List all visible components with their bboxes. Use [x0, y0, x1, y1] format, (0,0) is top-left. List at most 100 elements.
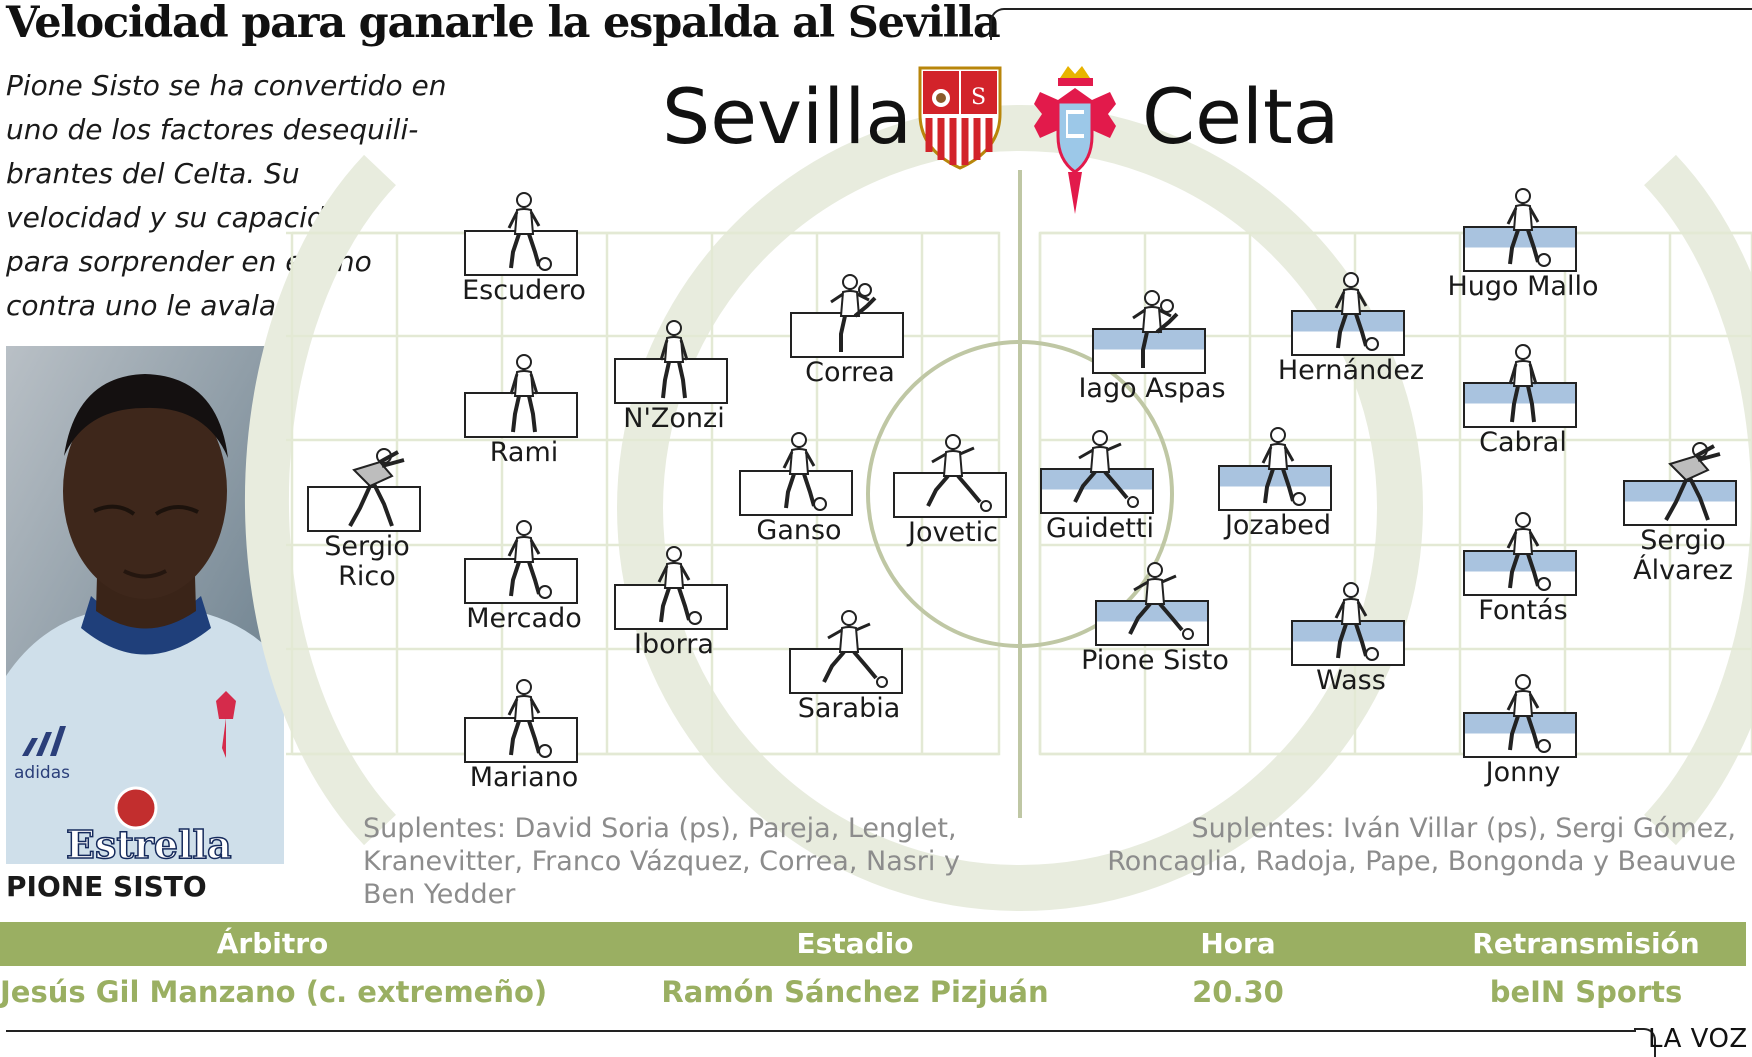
player-name-line: Jovetic	[907, 517, 998, 548]
player-photo: adidas Estrella	[6, 346, 284, 864]
player-box	[790, 312, 904, 358]
svg-text:S: S	[971, 85, 986, 110]
player-box	[614, 358, 728, 404]
substitutes-line: Suplentes: David Soria (ps), Pareja, Len…	[363, 813, 957, 844]
player-figure-icon	[754, 430, 844, 512]
player-name: N'Zonzi	[564, 404, 784, 434]
broadcast-column: Retransmisión beIN Sports	[1426, 922, 1746, 1012]
player-name: Mariano	[414, 763, 634, 793]
pitch-arcs	[244, 105, 1752, 911]
player-name: Iborra	[564, 630, 784, 660]
substitutes-line: Roncaglia, Radoja, Pape, Bongonda y Beau…	[1107, 846, 1736, 877]
sevilla-crest-icon: S	[918, 66, 1002, 170]
player-figure-icon	[1306, 270, 1396, 352]
intro-line: velocidad y su capacidad	[6, 201, 360, 234]
player-figure-icon	[479, 677, 569, 759]
intro-line: uno de los factores desequili-	[6, 113, 419, 146]
player-box	[464, 558, 578, 604]
player-name-line: Fontás	[1478, 595, 1568, 626]
player-box	[1291, 310, 1405, 356]
player-box	[307, 486, 421, 532]
player-name-line: Mariano	[469, 762, 579, 793]
intro-line: brantes del Celta. Su	[6, 157, 300, 190]
frame-corner-bottom	[1634, 1028, 1656, 1057]
player-figure-icon	[629, 544, 719, 626]
footer-rule	[6, 1030, 1636, 1032]
player-name-line: Jonny	[1485, 757, 1561, 788]
stadium-value: Ramón Sánchez Pizjuán	[661, 975, 1049, 1009]
referee-value: Jesús Gil Manzano (c. extremeño)	[0, 975, 548, 1009]
player-name-line: Sarabia	[797, 693, 901, 724]
player-figure-icon	[1478, 186, 1568, 268]
substitutes-line: Ben Yedder	[363, 879, 516, 910]
player-figure-icon	[804, 608, 894, 690]
player-name: Fontás	[1413, 596, 1633, 626]
player-box	[1291, 620, 1405, 666]
player-figure-icon	[1478, 510, 1568, 592]
player-figure-icon	[322, 446, 412, 528]
celta-crest-icon	[1034, 66, 1116, 214]
player-box	[1463, 712, 1577, 758]
player-name: Escudero	[414, 276, 634, 306]
home-substitutes: Suplentes: David Soria (ps), Pareja, Len…	[363, 812, 1013, 911]
stadium-column: Estadio Ramón Sánchez Pizjuán	[605, 922, 1105, 1012]
player-name: Guidetti	[990, 514, 1210, 544]
frame-corner-top	[990, 8, 1752, 40]
player-name: Correa	[740, 358, 960, 388]
player-name-line: Correa	[805, 357, 895, 388]
player-figure-icon	[805, 272, 895, 354]
player-name-line: N'Zonzi	[623, 403, 725, 434]
player-name-line: Álvarez	[1633, 555, 1733, 586]
player-name: Jozabed	[1168, 511, 1388, 541]
player-name-line: Escudero	[462, 275, 586, 306]
player-name-line: Rami	[489, 437, 559, 468]
player-figure-icon	[1233, 425, 1323, 507]
player-figure-icon	[1478, 672, 1568, 754]
player-figure-icon	[1055, 428, 1145, 510]
player-name-line: Wass	[1316, 665, 1386, 696]
player-box	[1463, 226, 1577, 272]
headline: Velocidad para ganarle la espalda al Sev…	[6, 0, 1001, 48]
player-name: Iago Aspas	[1042, 374, 1262, 404]
player-figure-icon	[1638, 440, 1728, 522]
intro-text: Pione Sisto se ha convertido en uno de l…	[6, 64, 476, 328]
player-figure-icon	[479, 352, 569, 434]
photo-caption: PIONE SISTO	[6, 870, 207, 903]
player-name-line: Iborra	[634, 629, 714, 660]
away-substitutes: Suplentes: Iván Villar (ps), Sergi Gómez…	[1086, 812, 1736, 878]
player-box	[1623, 480, 1737, 526]
player-name-line: Jozabed	[1224, 510, 1332, 541]
player-name-line: Hernández	[1277, 355, 1425, 386]
player-figure-icon	[1110, 560, 1200, 642]
player-name: Wass	[1241, 666, 1461, 696]
player-name-line: Mercado	[466, 603, 582, 634]
player-name-line: Cabral	[1479, 427, 1567, 458]
player-figure-icon	[479, 190, 569, 272]
intro-line: contra uno le avalan	[6, 289, 294, 322]
player-name: Jonny	[1413, 758, 1633, 788]
player-name: Hernández	[1241, 356, 1461, 386]
player-figure-icon	[1478, 342, 1568, 424]
stadium-label: Estadio	[796, 927, 914, 960]
referee-label: Árbitro	[216, 927, 329, 960]
away-team-name: Celta	[1142, 72, 1340, 161]
player-name-line: Pione Sisto	[1081, 645, 1229, 676]
substitutes-line: Suplentes: Iván Villar (ps), Sergi Gómez…	[1191, 813, 1737, 844]
home-team-name: Sevilla	[662, 72, 912, 161]
time-column: Hora 20.30	[1138, 922, 1338, 1012]
player-name-line: Ganso	[756, 515, 842, 546]
player-name-line: Sergio	[1640, 525, 1726, 556]
player-name: Pione Sisto	[1045, 646, 1265, 676]
player-name: Ganso	[689, 516, 909, 546]
player-name-line: Rico	[338, 561, 396, 592]
match-info-header	[0, 922, 1746, 966]
player-name-line: Sergio	[324, 531, 410, 562]
player-figure-icon	[629, 318, 719, 400]
intro-line: Pione Sisto se ha convertido en	[6, 69, 447, 102]
player-box	[464, 392, 578, 438]
player-name-line: Guidetti	[1046, 513, 1154, 544]
player-name: Hugo Mallo	[1413, 272, 1633, 302]
player-name-line: Iago Aspas	[1078, 373, 1226, 404]
